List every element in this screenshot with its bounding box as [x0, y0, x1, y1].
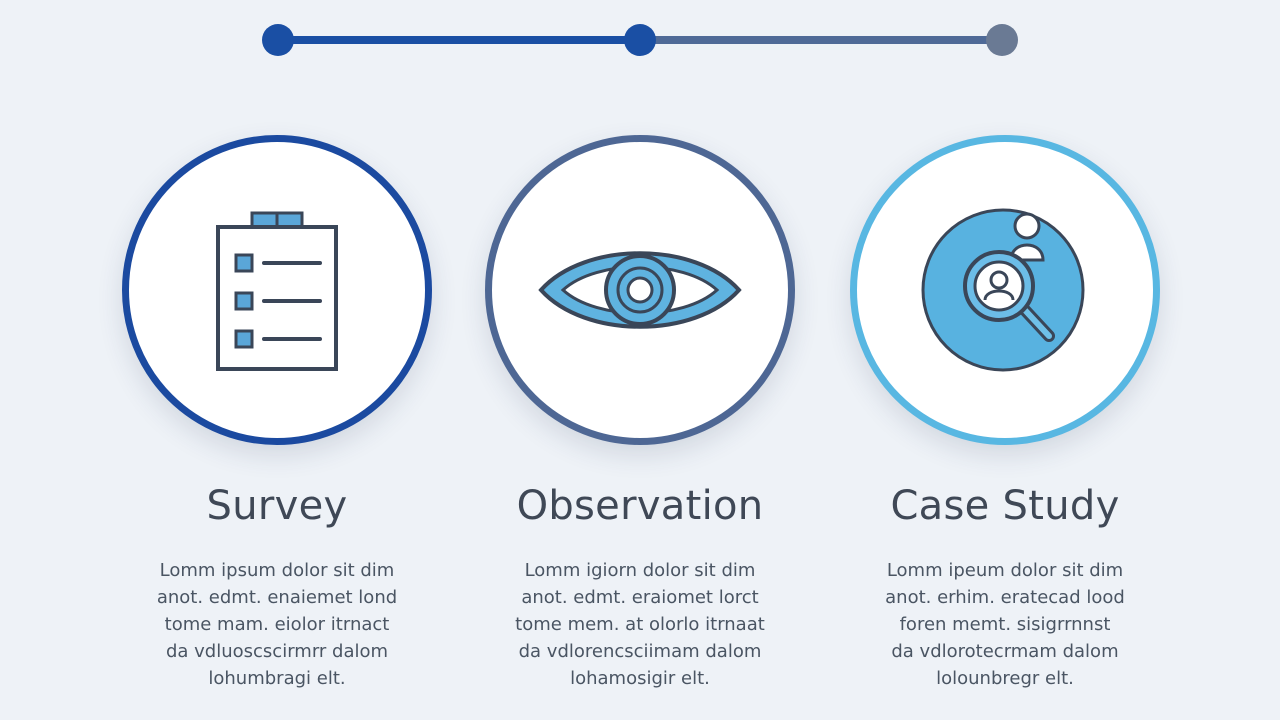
survey-title: Survey [206, 483, 348, 529]
magnifier-person-icon [915, 200, 1095, 380]
observation-card: Observation Lomm igiorn dolor sit dim an… [485, 135, 795, 692]
survey-card: Survey Lomm ipsum dolor sit dim anot. ed… [122, 135, 432, 692]
survey-description: Lomm ipsum dolor sit dim anot. edmt. ena… [156, 560, 398, 689]
case-study-card: Case Study Lomm ipeum dolor sit dim anot… [850, 135, 1160, 692]
timeline [262, 24, 1018, 56]
observation-title: Observation [516, 483, 764, 529]
case-study-title: Case Study [890, 483, 1120, 529]
case-study-description: Lomm ipeum dolor sit dim anot. erhim. er… [885, 560, 1125, 689]
case-study-icon-circle [850, 135, 1160, 445]
survey-icon-circle [122, 135, 432, 445]
timeline-node-1 [262, 24, 294, 56]
timeline-node-2 [624, 24, 656, 56]
timeline-node-3 [986, 24, 1018, 56]
eye-icon [535, 235, 745, 345]
clipboard-checklist-icon [202, 205, 352, 375]
observation-description: Lomm igiorn dolor sit dim anot. edmt. er… [515, 560, 765, 689]
observation-icon-circle [485, 135, 795, 445]
